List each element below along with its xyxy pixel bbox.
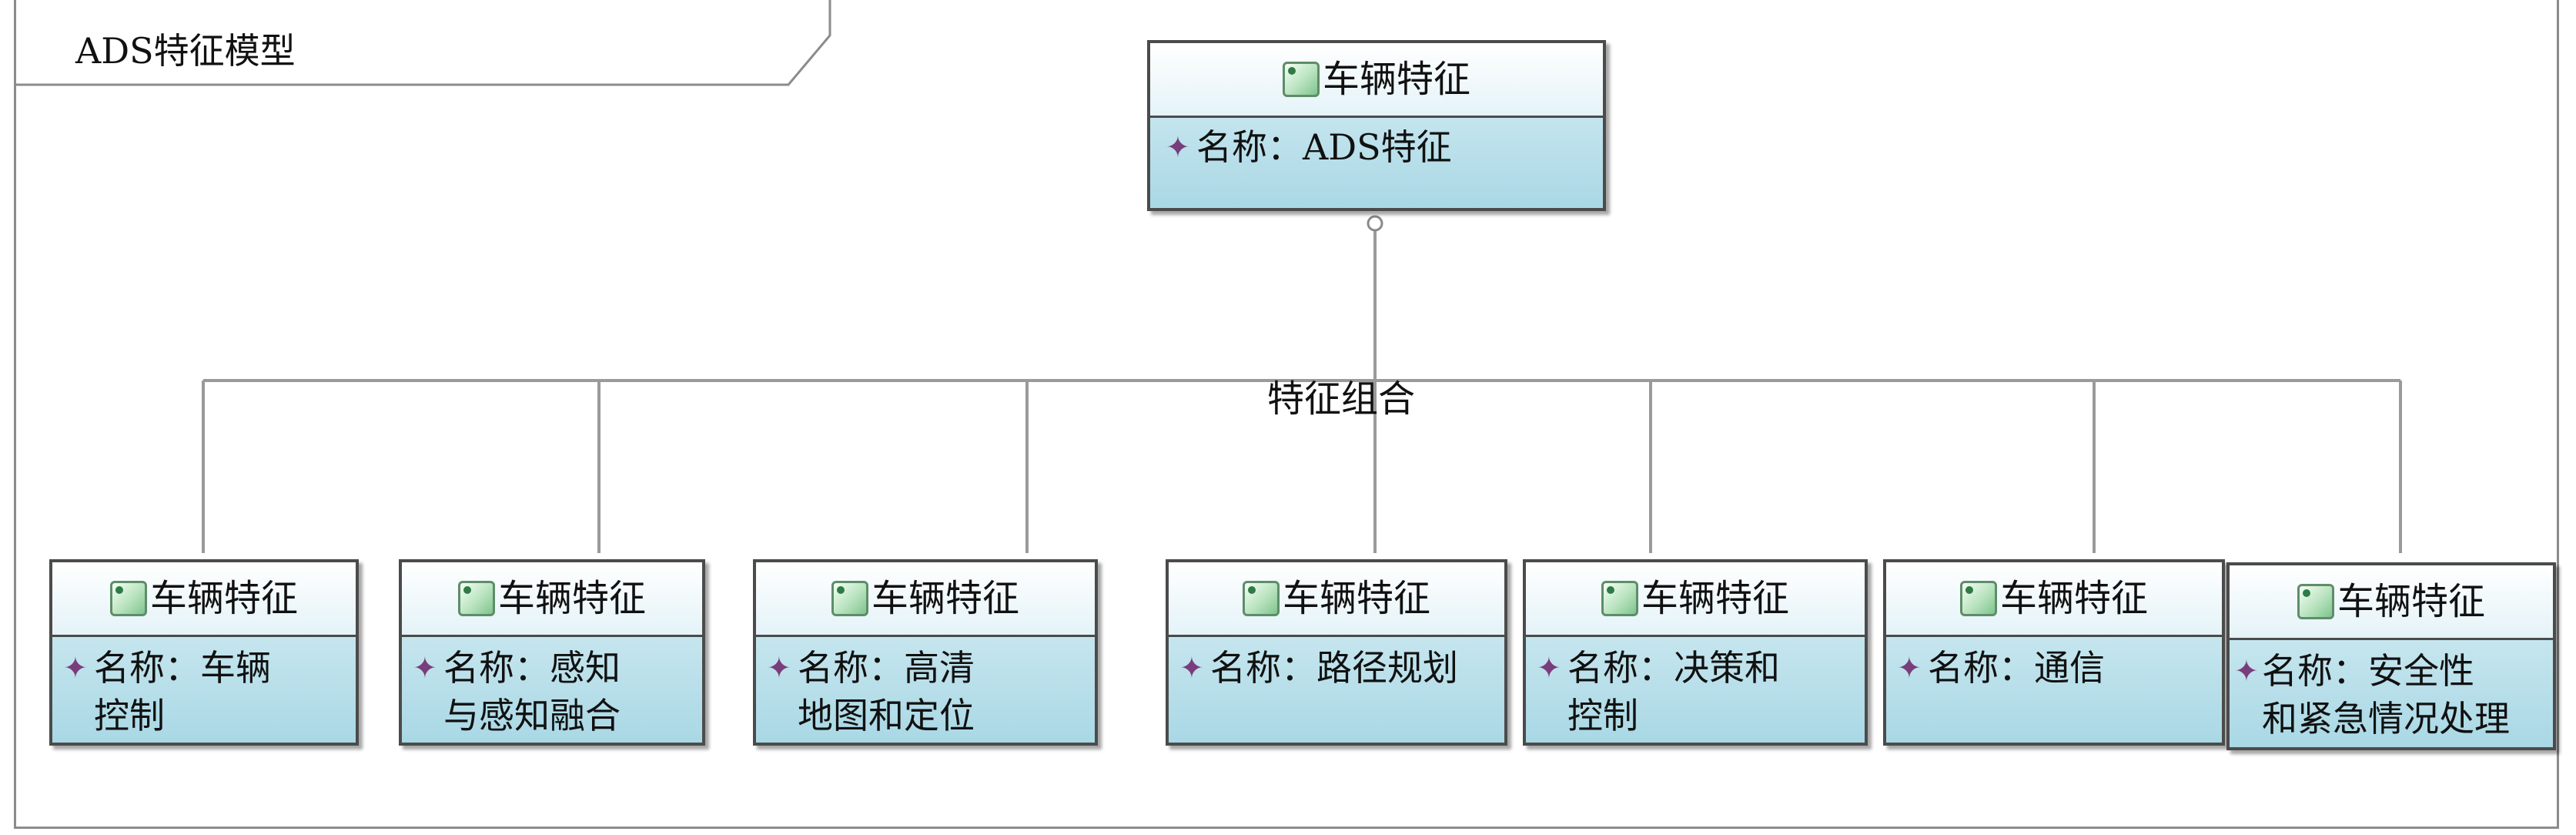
class-icon xyxy=(1601,581,1638,616)
class-attribute[interactable]: ✦ 名称：路径规划 xyxy=(1179,644,1497,692)
class-attribute[interactable]: ✦ 名称：通信 xyxy=(1897,644,2214,692)
class-icon xyxy=(1242,581,1280,616)
class-icon xyxy=(2297,584,2334,619)
attribute-diamond-icon: ✦ xyxy=(1897,651,1922,685)
class-name: 车辆特征 xyxy=(871,577,1019,620)
class-header: 车辆特征 xyxy=(52,562,356,637)
attribute-diamond-icon: ✦ xyxy=(1179,651,1204,685)
class-name: 车辆特征 xyxy=(149,577,298,620)
class-attribute[interactable]: ✦ 名称：感知 与感知融合 xyxy=(413,644,694,739)
class-attribute[interactable]: ✦ 名称：车辆 控制 xyxy=(63,644,348,739)
attribute-text: 名称：高清 地图和定位 xyxy=(798,647,975,736)
class-header: 车辆特征 xyxy=(402,562,702,637)
attribute-text: 名称：通信 xyxy=(1928,647,2105,689)
class-icon xyxy=(457,581,495,616)
attribute-text: 名称：ADS特征 xyxy=(1196,126,1452,168)
class-name: 车辆特征 xyxy=(2337,580,2485,623)
class-box-vehicle-control[interactable]: 车辆特征 ✦ 名称：车辆 控制 xyxy=(49,559,359,746)
class-attribute[interactable]: ✦ 名称：安全性 和紧急情况处理 xyxy=(2234,647,2550,743)
attribute-text: 名称：决策和 控制 xyxy=(1567,647,1780,736)
class-box-safety[interactable]: 车辆特征 ✦ 名称：安全性 和紧急情况处理 xyxy=(2226,562,2556,750)
class-icon xyxy=(1282,62,1320,97)
class-box-decision[interactable]: 车辆特征 ✦ 名称：决策和 控制 xyxy=(1523,559,1868,746)
class-name: 车辆特征 xyxy=(1641,577,1789,620)
class-box-perception[interactable]: 车辆特征 ✦ 名称：感知 与感知融合 xyxy=(399,559,705,746)
class-header: 车辆特征 xyxy=(1526,562,1865,637)
class-name: 车辆特征 xyxy=(1322,58,1470,101)
class-name: 车辆特征 xyxy=(497,577,646,620)
attribute-text: 名称：路径规划 xyxy=(1210,647,1458,689)
class-box-hd-map[interactable]: 车辆特征 ✦ 名称：高清 地图和定位 xyxy=(753,559,1098,746)
attribute-text: 名称：感知 与感知融合 xyxy=(443,647,621,736)
attribute-diamond-icon: ✦ xyxy=(413,651,437,685)
attribute-diamond-icon: ✦ xyxy=(2234,654,2259,688)
attribute-diamond-icon: ✦ xyxy=(1537,651,1561,685)
class-icon xyxy=(831,581,868,616)
attribute-diamond-icon: ✦ xyxy=(63,651,88,685)
diagram-frame xyxy=(14,0,2559,829)
attribute-diamond-icon: ✦ xyxy=(1166,130,1190,164)
class-icon xyxy=(1959,581,1997,616)
composition-label: 特征组合 xyxy=(1267,377,1416,421)
class-box-communication[interactable]: 车辆特征 ✦ 名称：通信 xyxy=(1883,559,2225,746)
attribute-diamond-icon: ✦ xyxy=(767,651,791,685)
class-attribute[interactable]: ✦ 名称：高清 地图和定位 xyxy=(767,644,1087,739)
class-name: 车辆特征 xyxy=(1282,577,1430,620)
class-header: 车辆特征 xyxy=(756,562,1095,637)
class-attribute[interactable]: ✦ 名称：决策和 控制 xyxy=(1537,644,1857,739)
attribute-text: 名称：安全性 和紧急情况处理 xyxy=(2262,650,2510,739)
class-header: 车辆特征 xyxy=(1169,562,1504,637)
class-header: 车辆特征 xyxy=(1150,43,1603,118)
composition-end-icon xyxy=(1367,215,1383,232)
class-header: 车辆特征 xyxy=(2230,565,2553,640)
attribute-text: 名称：车辆 控制 xyxy=(94,647,271,736)
class-box-path-planning[interactable]: 车辆特征 ✦ 名称：路径规划 xyxy=(1166,559,1507,746)
class-box-top[interactable]: 车辆特征 ✦ 名称：ADS特征 xyxy=(1147,40,1606,211)
class-icon xyxy=(109,581,147,616)
frame-tab xyxy=(14,0,831,86)
class-attribute[interactable]: ✦ 名称：ADS特征 xyxy=(1166,123,1595,171)
frame-title: ADS特征模型 xyxy=(75,30,296,72)
class-header: 车辆特征 xyxy=(1886,562,2222,637)
class-name: 车辆特征 xyxy=(1999,577,2148,620)
